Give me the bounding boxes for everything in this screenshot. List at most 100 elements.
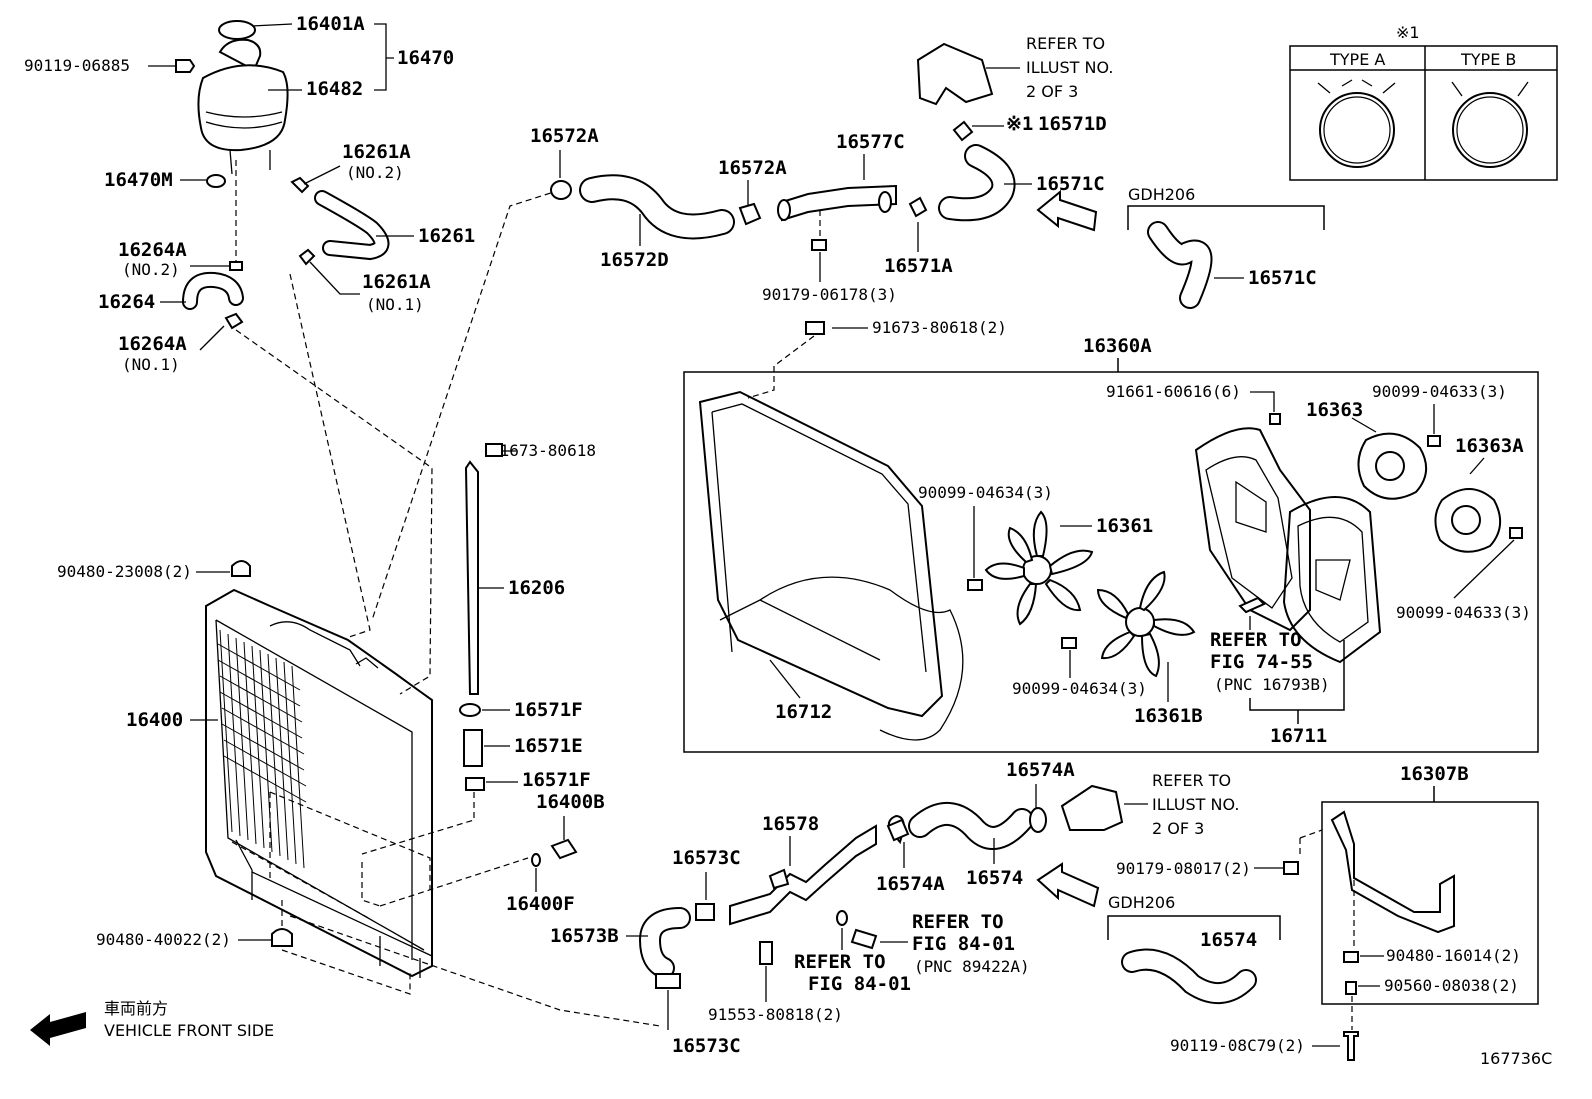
refer-fig8401a-line1: REFER TO — [794, 951, 886, 973]
label-16711: 16711 — [1270, 725, 1327, 747]
figure-number: 167736C — [1480, 1049, 1552, 1068]
label-16571F-a: 16571F — [514, 699, 583, 721]
label-16574A-bottom: 16574A — [876, 873, 945, 895]
label-16573B: 16573B — [550, 925, 619, 947]
label-16571D-mark: ※1 — [1006, 113, 1033, 135]
label-90099-04633-b: 90099-04633(3) — [1396, 603, 1531, 622]
label-91553-80818: 91553-80818(2) — [708, 1005, 843, 1024]
cushion-16470M — [206, 174, 226, 188]
vehicle-front-arrow — [30, 1012, 86, 1046]
direction-arrow-bottom — [1036, 862, 1100, 908]
refer-top-line2: ILLUST NO. — [1026, 58, 1113, 77]
refer-fig8401b-line1: REFER TO — [912, 911, 1004, 933]
label-90119-08C79: 90119-08C79(2) — [1170, 1036, 1305, 1055]
label-16573C-top: 16573C — [672, 847, 741, 869]
gdh206-top-label: GDH206 — [1128, 185, 1195, 204]
type-box-note-mark: ※1 — [1396, 23, 1420, 42]
orientation-english: VEHICLE FRONT SIDE — [104, 1021, 274, 1040]
refer-top-line3: 2 OF 3 — [1026, 82, 1078, 101]
refer-mid-line1: REFER TO — [1152, 771, 1231, 790]
fan-16361B — [1096, 570, 1196, 678]
label-16571D: 16571D — [1038, 113, 1107, 135]
refer-top-line1: REFER TO — [1026, 34, 1105, 53]
clamp-16572A-left — [550, 180, 572, 200]
label-16264A-no1-sub: (NO.1) — [122, 355, 180, 374]
reservoir-tank — [175, 20, 289, 175]
clamp-16572A-right — [738, 202, 762, 226]
label-90480-40022: 90480-40022(2) — [96, 930, 231, 949]
fan-shroud-box — [683, 371, 1539, 753]
label-90480-16014: 90480-16014(2) — [1386, 946, 1521, 965]
label-16264A-no1: 16264A — [118, 333, 187, 355]
label-90179-06178: 90179-06178(3) — [762, 285, 897, 304]
label-90119-06885: 90119-06885 — [24, 56, 130, 75]
label-16401A: 16401A — [296, 13, 365, 35]
label-16264A-no2: 16264A — [118, 239, 187, 261]
label-16400F: 16400F — [506, 893, 575, 915]
label-16360A: 16360A — [1083, 335, 1152, 357]
orientation-japanese: 車両前方 — [104, 999, 168, 1018]
fan-motor-16363A — [1434, 488, 1501, 553]
label-16363: 16363 — [1306, 399, 1363, 421]
pipe-16578 — [729, 824, 877, 926]
label-16264A-no2-sub: (NO.2) — [122, 260, 180, 279]
shroud-16712 — [698, 390, 964, 741]
label-16400: 16400 — [126, 709, 183, 731]
gdh206-bottom-label: GDH206 — [1108, 893, 1175, 912]
water-inlet — [1060, 784, 1124, 831]
label-16261A-no2-sub: (NO.2) — [346, 163, 404, 182]
label-90099-04634-a: 90099-04634(3) — [918, 483, 1053, 502]
refer-fig8401b-line3: (PNC 89422A) — [914, 957, 1030, 976]
refer-fig7455-line2: FIG 74-55 — [1210, 651, 1313, 673]
label-16571C-alt: 16571C — [1248, 267, 1317, 289]
refer-mid-line3: 2 OF 3 — [1152, 819, 1204, 838]
bracket-16307B — [1330, 810, 1455, 934]
clamp-type-b-icon — [1451, 81, 1529, 168]
label-16574-alt: 16574 — [1200, 929, 1257, 951]
label-90480-23008: 90480-23008(2) — [57, 562, 192, 581]
label-16261A-no1-sub: (NO.1) — [366, 295, 424, 314]
label-90099-04633-a: 90099-04633(3) — [1372, 382, 1507, 401]
label-16577C: 16577C — [836, 131, 905, 153]
refer-fig7455-line3: (PNC 16793B) — [1214, 675, 1330, 694]
label-91661-60616: 91661-60616(6) — [1106, 382, 1241, 401]
type-b-label: TYPE B — [1460, 50, 1516, 69]
refer-mid-line2: ILLUST NO. — [1152, 795, 1239, 814]
label-16361: 16361 — [1096, 515, 1153, 537]
label-16307B: 16307B — [1400, 763, 1469, 785]
label-16571C: 16571C — [1036, 173, 1105, 195]
stay-16206 — [464, 460, 479, 695]
label-16573C-bottom: 16573C — [672, 1035, 741, 1057]
label-16361B: 16361B — [1134, 705, 1203, 727]
label-16261A-no2: 16261A — [342, 141, 411, 163]
label-90099-04634-b: 90099-04634(3) — [1012, 679, 1147, 698]
clamp-type-a-icon — [1317, 79, 1396, 168]
label-16571F-b: 16571F — [522, 769, 591, 791]
label-16400B: 16400B — [536, 791, 605, 813]
label-16572A-right: 16572A — [718, 157, 787, 179]
label-91673-80618-2: 91673-80618(2) — [872, 318, 1007, 337]
pipe-16577C — [781, 184, 897, 222]
clamp-16573C-bottom — [655, 973, 681, 989]
radiator-16400 — [205, 588, 433, 978]
clamp-type-box: ※1 TYPE A TYPE B — [1289, 23, 1558, 181]
label-16261A-no1: 16261A — [362, 271, 431, 293]
label-16571A: 16571A — [884, 255, 953, 277]
label-16470M: 16470M — [104, 169, 173, 191]
refer-fig8401a-line2: FIG 84-01 — [808, 973, 911, 995]
label-91673-80618: 91673-80618 — [490, 441, 596, 460]
label-16578: 16578 — [762, 813, 819, 835]
label-16470: 16470 — [397, 47, 454, 69]
label-16264: 16264 — [98, 291, 155, 313]
label-16712: 16712 — [775, 701, 832, 723]
label-90179-08017: 90179-08017(2) — [1116, 859, 1251, 878]
fan-16361 — [984, 510, 1094, 626]
label-16261: 16261 — [418, 225, 475, 247]
fan-motor-16363 — [1357, 432, 1427, 500]
bracket-box — [1321, 801, 1539, 1005]
water-outlet — [916, 42, 994, 106]
type-a-label: TYPE A — [1329, 50, 1385, 69]
refer-fig7455-line1: REFER TO — [1210, 629, 1302, 651]
label-16574A-top: 16574A — [1006, 759, 1075, 781]
